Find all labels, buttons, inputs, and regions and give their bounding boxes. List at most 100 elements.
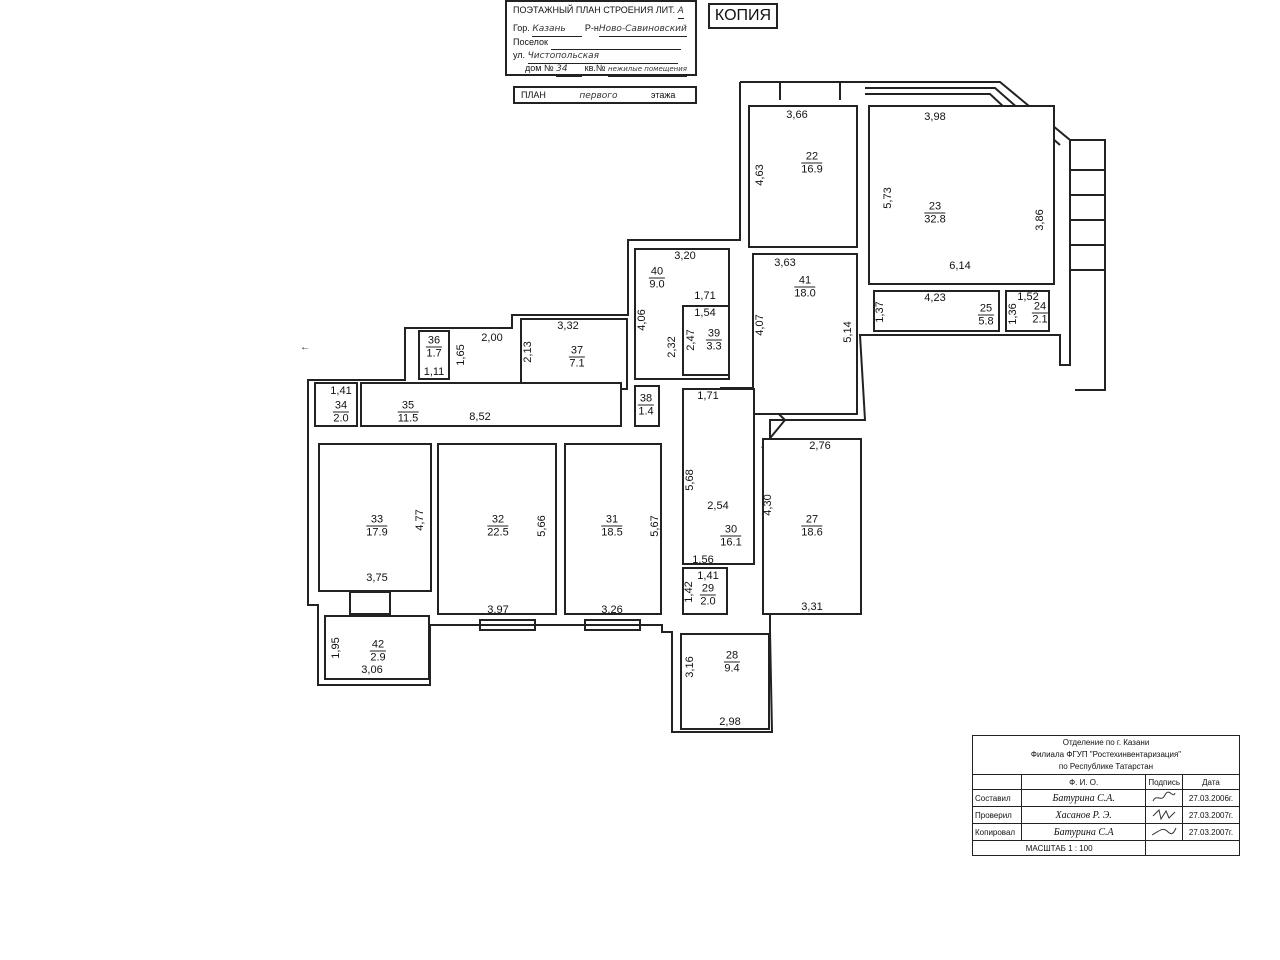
signature	[1145, 823, 1183, 841]
city-label: Гор.	[513, 23, 530, 33]
room-area: 1.7	[426, 347, 442, 360]
room-area: 2.9	[370, 651, 386, 664]
name: Батурина С.А	[1020, 823, 1147, 841]
room-area: 18.6	[801, 526, 823, 539]
room-25[interactable]	[873, 290, 1000, 332]
stair-right	[1070, 139, 1106, 391]
house-value: 34	[556, 63, 583, 77]
room-area: 22.5	[487, 526, 509, 539]
room-23[interactable]	[868, 105, 1055, 285]
dimension-label: 1,36	[1007, 303, 1019, 325]
room-area: 5.8	[978, 315, 994, 328]
room-area: 2.1	[1032, 313, 1048, 326]
date: 27.03.2006г.	[1182, 789, 1240, 807]
room-42[interactable]	[324, 615, 430, 680]
role: Копировал	[972, 823, 1022, 841]
dimension-label: 4,07	[754, 314, 766, 336]
dimension-label: 3,75	[366, 572, 388, 584]
dimension-label: 1,65	[455, 344, 467, 366]
room-number: 32	[487, 514, 509, 527]
copy-stamp-text: КОПИЯ	[714, 7, 772, 24]
room-22[interactable]	[748, 105, 858, 248]
dimension-label: 5,66	[536, 515, 548, 537]
room-area: 16.1	[720, 536, 742, 549]
name: Батурина С.А.	[1020, 789, 1147, 807]
dimension-label: 6,14	[949, 260, 971, 272]
room-area: 18.5	[601, 526, 623, 539]
room-33[interactable]	[318, 443, 432, 592]
dimension-label: 2,32	[666, 336, 678, 358]
col-sign-header: Подпись	[1145, 774, 1183, 790]
room-28[interactable]	[680, 633, 770, 730]
dimension-label: 4,23	[924, 292, 946, 304]
org-line-3: по Республике Татарстан	[1058, 762, 1154, 771]
room-35[interactable]	[360, 382, 622, 427]
room-32[interactable]	[437, 443, 557, 615]
dimension-label: 1,42	[683, 581, 695, 603]
dimension-label: 2,54	[707, 500, 729, 512]
room-41[interactable]	[752, 253, 858, 415]
col-date-header: Дата	[1182, 774, 1240, 790]
district-value: Ново-Савиновский	[598, 23, 687, 37]
room-38[interactable]	[634, 385, 660, 427]
room-number: 39	[705, 327, 723, 341]
dimension-label: 5,14	[842, 321, 854, 343]
plan-label: ПЛАН	[521, 90, 546, 100]
dimension-label: 1,71	[697, 390, 719, 402]
signature	[1145, 789, 1183, 807]
date: 27.03.2007г.	[1182, 806, 1240, 824]
dimension-label: 1,41	[697, 570, 719, 582]
room-area: 32.8	[924, 213, 946, 226]
dimension-label: 2,47	[685, 329, 697, 351]
dimension-label: 1,52	[1017, 291, 1039, 303]
room-24[interactable]	[1005, 290, 1050, 332]
district-label: Р-н	[584, 23, 599, 33]
room-area: 9.4	[724, 662, 740, 675]
title-block: ПОЭТАЖНЫЙ ПЛАН СТРОЕНИЯ ЛИТ. А Гор. Каза…	[505, 0, 697, 77]
dimension-label: 4,77	[414, 509, 426, 531]
dimension-label: 1,37	[874, 301, 886, 323]
dimension-label: 3,63	[774, 257, 796, 269]
dimension-label: 3,98	[924, 111, 946, 123]
floor-label: этажа	[650, 90, 676, 100]
dimension-label: 1,95	[330, 637, 342, 659]
room-34[interactable]	[314, 382, 358, 427]
room-number: 42	[369, 638, 387, 652]
room-27[interactable]	[762, 438, 862, 615]
room-area: 16.9	[801, 163, 823, 176]
role: Проверил	[972, 806, 1022, 824]
room-number: 29	[699, 582, 717, 596]
dimension-label: 2,00	[481, 332, 503, 344]
room-number: 36	[425, 334, 443, 348]
dimension-label: 3,06	[361, 664, 383, 676]
room-31[interactable]	[564, 443, 662, 615]
settlement-blank	[550, 36, 681, 50]
room-30[interactable]	[682, 388, 755, 565]
room-29[interactable]	[682, 567, 728, 615]
role: Составил	[972, 789, 1022, 807]
room-39[interactable]	[682, 305, 730, 376]
signature	[1145, 806, 1183, 824]
room-36[interactable]	[418, 330, 450, 380]
dimension-label: 3,26	[601, 604, 623, 616]
dimension-label: 1,11	[423, 366, 445, 378]
floor-value: первого	[548, 90, 649, 104]
dimension-label: 2,76	[809, 440, 831, 452]
city-value: Казань	[532, 23, 583, 37]
room-number: 25	[977, 302, 995, 316]
dimension-label: 4,06	[636, 309, 648, 331]
date: 27.03.2007г.	[1182, 823, 1240, 841]
dimension-label: 2,13	[522, 341, 534, 363]
